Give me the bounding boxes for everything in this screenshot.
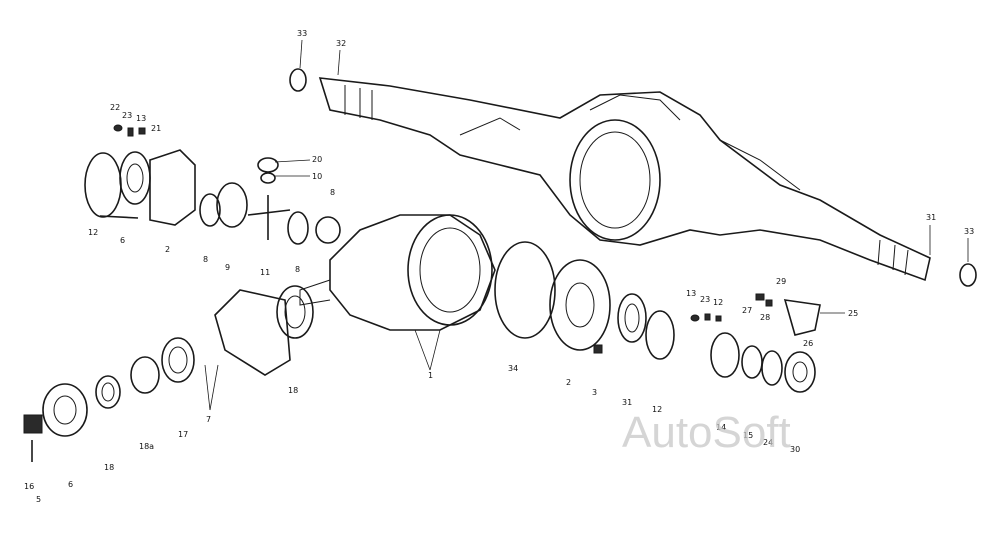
- callout: 18a: [139, 442, 154, 451]
- callout: 18: [104, 463, 114, 472]
- callout: 27: [742, 306, 752, 315]
- callout: 11: [260, 268, 270, 277]
- callout: 31: [926, 213, 936, 222]
- callout: 14: [716, 423, 726, 432]
- callout: 2: [566, 378, 571, 387]
- callout: 10: [312, 172, 322, 181]
- pinion-housing: [214, 285, 314, 376]
- watermark: AutoSoft: [622, 408, 791, 457]
- callout: 23: [700, 295, 710, 304]
- pinion-axis-parts: [23, 337, 195, 462]
- callout: 1: [428, 371, 433, 380]
- callout: 29: [776, 277, 786, 286]
- callout: 13: [136, 114, 146, 123]
- spider-gears: [247, 157, 341, 245]
- right-side-parts: [494, 241, 845, 393]
- callout: 21: [151, 124, 161, 133]
- callout: 3: [592, 388, 597, 397]
- callout: 31: [622, 398, 632, 407]
- callout: 18: [288, 386, 298, 395]
- callout: 5: [36, 495, 41, 504]
- left-diff-case: [84, 124, 248, 228]
- callout: 34: [508, 364, 518, 373]
- differential-carrier: [299, 214, 496, 331]
- callout: 30: [790, 445, 800, 454]
- callout: 6: [68, 480, 73, 489]
- callout: 20: [312, 155, 322, 164]
- callout: 32: [336, 39, 346, 48]
- callout: 28: [760, 313, 770, 322]
- callout: 33: [297, 29, 307, 38]
- callout: 23: [122, 111, 132, 120]
- callout: 33: [964, 227, 974, 236]
- callout: 15: [743, 431, 753, 440]
- callout: 25: [848, 309, 858, 318]
- callout: 12: [713, 298, 723, 307]
- callout: 9: [225, 263, 230, 272]
- callout-numbers: 33 32 22 23 13 21 12 6 2 8 9 20 10 11 8 …: [24, 29, 974, 504]
- callout: 12: [88, 228, 98, 237]
- callout: 8: [295, 265, 300, 274]
- callout: 7: [206, 415, 211, 424]
- callout: 26: [803, 339, 813, 348]
- callout: 12: [652, 405, 662, 414]
- callout: 17: [178, 430, 188, 439]
- callout: 24: [763, 438, 773, 447]
- callout: 8: [330, 188, 335, 197]
- callout: 8: [203, 255, 208, 264]
- callout: 22: [110, 103, 120, 112]
- callout: 13: [686, 289, 696, 298]
- callout: 16: [24, 482, 34, 491]
- axle-housing: [289, 68, 977, 287]
- leader-lines: [204, 39, 969, 411]
- callout: 6: [120, 236, 125, 245]
- callout: 2: [165, 245, 170, 254]
